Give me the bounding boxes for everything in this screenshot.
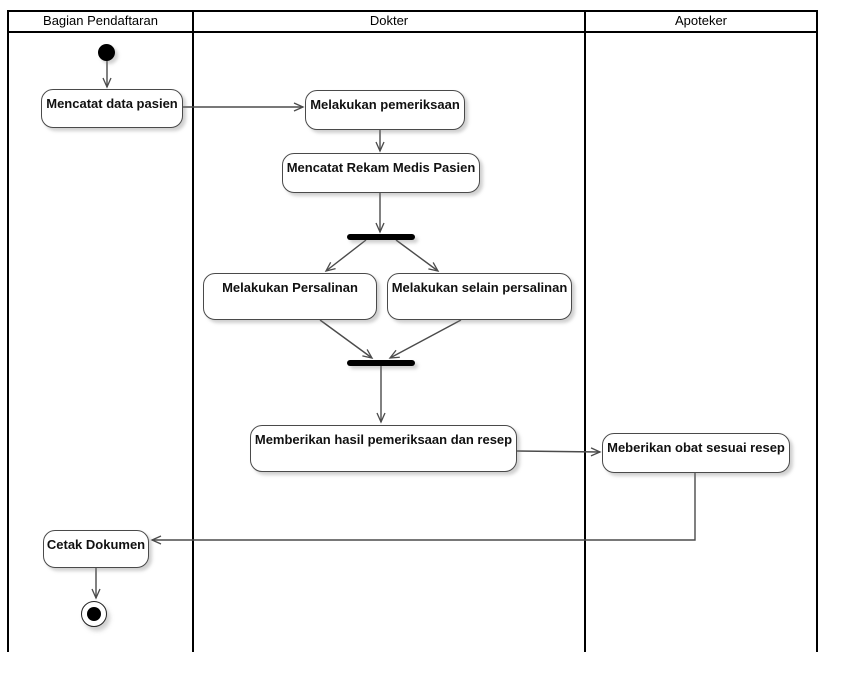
lane-divider-2 [584,10,586,652]
edge-melakukan-selain-persalinan-to-join [388,319,462,359]
header-bottom-border [7,31,818,33]
edge-melakukan-persalinan-to-join [319,319,374,359]
final-node-dot [87,607,101,621]
table-left-border [7,10,9,652]
edge-meberikan-obat-to-cetak-dokumen [150,473,696,545]
lane-header-dokter: Dokter [369,13,409,28]
initial-node [98,44,115,61]
edge-fork-to-melakukan-persalinan [324,239,367,272]
activity-melakukan-persalinan: Melakukan Persalinan [203,273,377,320]
join-bar [347,360,415,366]
lane-divider-1 [192,10,194,652]
lane-header-apoteker: Apoteker [674,13,728,28]
activity-meberikan-obat-sesuai-resep: Meberikan obat sesuai resep [602,433,790,473]
activity-mencatat-rekam-medis-pasien: Mencatat Rekam Medis Pasien [282,153,480,193]
table-right-border [816,10,818,652]
table-top-border [7,10,818,12]
final-node [81,601,107,627]
edge-memberikan-hasil-to-meberikan-obat [516,447,602,457]
lane-header-bagian-pendaftaran: Bagian Pendaftaran [43,13,158,28]
edge-fork-to-melakukan-selain-persalinan [395,239,440,272]
activity-melakukan-selain-persalinan: Melakukan selain persalinan [387,273,572,320]
activity-memberikan-hasil-pemeriksaan-dan-resep: Memberikan hasil pemeriksaan dan resep [250,425,517,472]
activity-mencatat-data-pasien: Mencatat data pasien [41,89,183,128]
activity-melakukan-pemeriksaan: Melakukan pemeriksaan [305,90,465,130]
activity-cetak-dokumen: Cetak Dokumen [43,530,149,568]
fork-bar [347,234,415,240]
